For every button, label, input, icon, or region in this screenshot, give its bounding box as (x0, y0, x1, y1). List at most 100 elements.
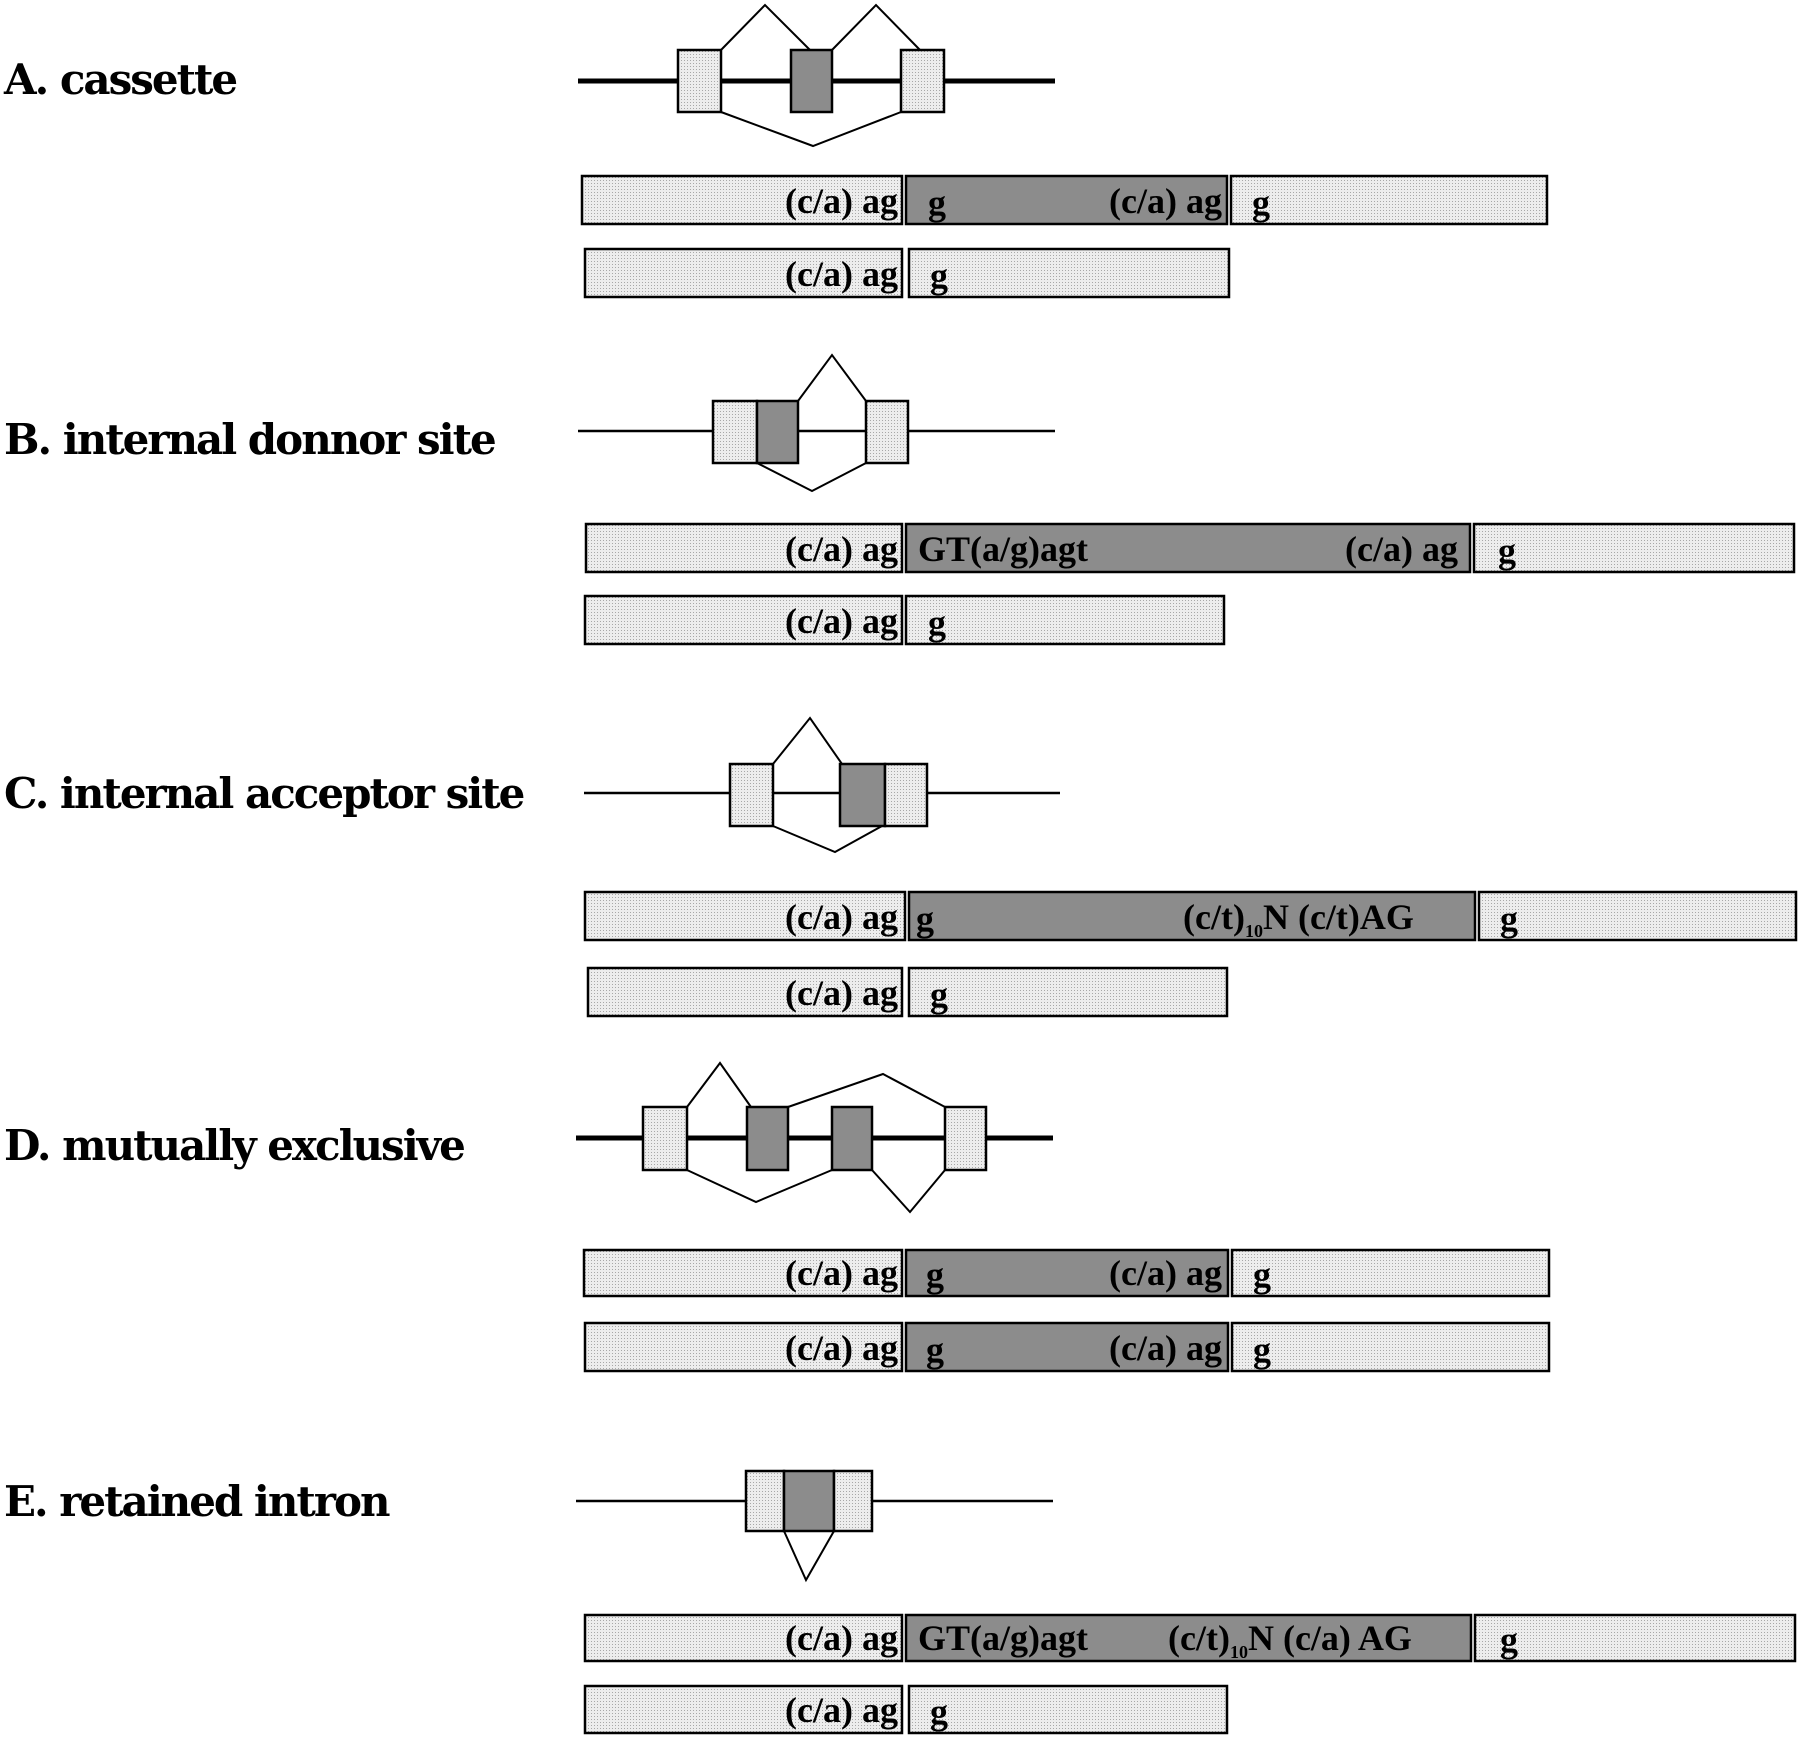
splice-site-sequence: g (930, 1692, 948, 1732)
alternative-segment (904, 1321, 1230, 1373)
alternative-exon-box (745, 1105, 790, 1172)
splice-junction-exon-2 (686, 1169, 833, 1204)
constitutive-segment (583, 1321, 904, 1373)
constitutive-segment (907, 966, 1229, 1018)
alternative-segment (907, 890, 1477, 942)
splice-site-sequence: g (926, 1330, 944, 1370)
splice-junction-inclusion-1 (720, 3, 811, 51)
splice-site-sequence: g (1498, 531, 1516, 571)
splice-site-sequence: (c/a) ag (1109, 181, 1222, 221)
splice-site-sequence: g (1253, 1330, 1271, 1370)
splice-site-sequence: GT(a/g)agt (918, 1618, 1088, 1658)
constitutive-segment (583, 1613, 904, 1663)
panel-label-e: E. retained intron (4, 1477, 390, 1526)
splice-site-sequence: g (1500, 899, 1518, 939)
splice-site-sequence: (c/a) ag (785, 1618, 898, 1658)
alternative-segment (904, 174, 1229, 226)
splice-site-sequence: (c/a) ag (785, 181, 898, 221)
transcript-row: (c/a) ag g (583, 594, 1226, 646)
splice-site-sequence: (c/a) ag (785, 254, 898, 294)
constitutive-segment (582, 1248, 904, 1298)
constitutive-segment (583, 594, 904, 646)
alternative-segment (904, 522, 1472, 574)
constitutive-exon-box (728, 762, 775, 828)
splice-junction-constitutive (756, 462, 867, 493)
transcript-row: (c/a) ag g (c/t)10N (c/t)AG g (583, 890, 1798, 942)
constitutive-segment (583, 247, 904, 299)
splice-site-sequence: g (916, 899, 934, 939)
transcript-row: (c/a) ag GT(a/g)agt (c/t)10N (c/a) AG g (583, 1613, 1797, 1663)
constitutive-segment (1472, 522, 1796, 574)
splice-site-sequence: g (1253, 1255, 1271, 1295)
constitutive-segment (1229, 174, 1549, 226)
gene-model-b (578, 353, 1055, 493)
splice-junction-exon-2-out (871, 1169, 946, 1214)
alternative-segment (904, 1613, 1473, 1663)
transcript-row: (c/a) ag g (586, 966, 1229, 1018)
constitutive-exon-box (744, 1469, 786, 1533)
panel-d: D. mutually exclusive (c/a) ag g (c/a) a… (4, 1061, 1551, 1373)
splice-junction-skipping (720, 111, 902, 148)
constitutive-segment (1230, 1321, 1551, 1373)
splice-site-sequence: g (930, 975, 948, 1015)
constitutive-exon-box (943, 1105, 988, 1172)
panel-label-b: B. internal donnor site (4, 415, 495, 464)
transcript-row: (c/a) ag g (c/a) ag g (580, 174, 1549, 226)
constitutive-segment (583, 1684, 904, 1735)
alternative-exon-box (789, 48, 834, 114)
panel-e: E. retained intron (c/a) ag GT(a/g)agt (… (4, 1469, 1797, 1735)
splice-site-sequence: g (930, 256, 948, 296)
gene-model-c (584, 716, 1060, 854)
splice-site-sequence: (c/a) ag (785, 1328, 898, 1368)
constitutive-segment (904, 594, 1226, 646)
constitutive-exon-box (641, 1105, 689, 1172)
constitutive-segment (1230, 1248, 1551, 1298)
splice-site-sequence: (c/a) ag (785, 897, 898, 937)
constitutive-exon-box (676, 48, 723, 114)
splice-junction-intron-removal (783, 1530, 835, 1583)
splice-site-sequence: (c/a) ag (785, 1253, 898, 1293)
splice-junction-exon-1 (686, 1061, 752, 1108)
constitutive-exon-box (899, 48, 946, 114)
constitutive-segment (584, 522, 904, 574)
splice-junction-constitutive (772, 825, 883, 854)
splice-site-sequence: (c/a) ag (1109, 1328, 1222, 1368)
splice-site-sequence: (c/t)10N (c/a) AG (1168, 1618, 1412, 1662)
constitutive-exon-box (832, 1469, 874, 1533)
splice-site-sequence: GT(a/g)agt (918, 529, 1088, 569)
splice-site-sequence: (c/a) ag (785, 601, 898, 641)
gene-model-a (578, 3, 1055, 148)
transcript-row: (c/a) ag g (583, 1684, 1229, 1735)
constitutive-exon-box (883, 762, 929, 828)
splice-junction-internal-acceptor (772, 716, 843, 765)
splice-site-sequence: g (1252, 183, 1270, 223)
splice-site-sequence: g (1500, 1620, 1518, 1660)
panel-label-c: C. internal acceptor site (4, 769, 524, 818)
splice-site-sequence: (c/t)10N (c/t)AG (1183, 897, 1414, 941)
alternative-exon-box (838, 762, 887, 828)
splice-junction-internal-donor (797, 353, 867, 402)
splice-junction-inclusion-2 (831, 3, 921, 51)
constitutive-segment (907, 247, 1231, 299)
panel-a: A. cassette (c/a) ag g (c/a) ag g (c/a) … (3, 3, 1549, 299)
retained-intron-box (782, 1469, 836, 1533)
gene-model-d (576, 1061, 1053, 1214)
splice-site-sequence: g (926, 1255, 944, 1295)
constitutive-segment (907, 1684, 1229, 1735)
splice-site-sequence: (c/a) ag (1109, 1253, 1222, 1293)
constitutive-exon-box (864, 399, 910, 465)
alternative-exon-box (755, 399, 800, 465)
constitutive-segment (583, 890, 907, 942)
transcript-row: (c/a) ag g (583, 247, 1231, 299)
splice-site-sequence: g (928, 603, 946, 643)
transcript-row: (c/a) ag g (c/a) ag g (583, 1321, 1551, 1373)
panel-label-d: D. mutually exclusive (4, 1121, 464, 1170)
panel-label-a: A. cassette (3, 55, 236, 104)
splice-site-sequence: (c/a) ag (785, 529, 898, 569)
splice-site-sequence: (c/a) ag (785, 973, 898, 1013)
constitutive-segment (586, 966, 904, 1018)
constitutive-segment (1473, 1613, 1797, 1663)
splice-site-sequence: g (928, 183, 946, 223)
alternative-segment (904, 1248, 1230, 1298)
